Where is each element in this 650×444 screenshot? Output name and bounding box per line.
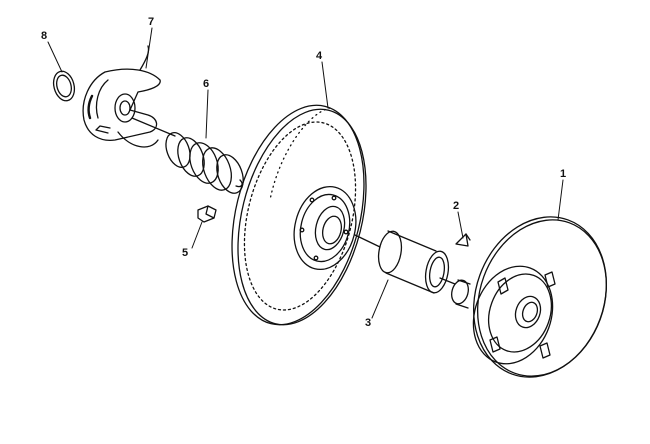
leader-line-1 — [557, 179, 564, 221]
spring-part-6 — [165, 132, 244, 194]
leader-lines — [47, 27, 564, 319]
leader-line-2 — [457, 211, 464, 239]
leader-line-4 — [321, 61, 329, 109]
sheave-part-1 — [451, 216, 608, 378]
center-axis-line — [131, 117, 456, 285]
callout-4: 4 — [316, 50, 323, 62]
leader-line-6 — [205, 89, 209, 139]
callout-2: 2 — [453, 200, 460, 212]
key-part-2 — [455, 233, 471, 247]
leader-line-7 — [145, 27, 153, 69]
sheave-part-4 — [231, 104, 367, 326]
cam-part-7 — [82, 45, 161, 148]
callout-1: 1 — [560, 168, 567, 180]
callout-8: 8 — [41, 30, 48, 42]
slider-button-part-5 — [197, 205, 217, 223]
callout-5: 5 — [182, 247, 189, 259]
leader-line-8 — [47, 41, 63, 73]
snap-ring-part-8 — [52, 70, 76, 102]
callout-7: 7 — [148, 16, 155, 28]
bushing-part-3 — [377, 230, 450, 294]
leader-line-3 — [371, 279, 389, 319]
leader-line-5 — [191, 221, 203, 249]
callout-6: 6 — [203, 78, 210, 90]
callout-3: 3 — [365, 317, 372, 329]
